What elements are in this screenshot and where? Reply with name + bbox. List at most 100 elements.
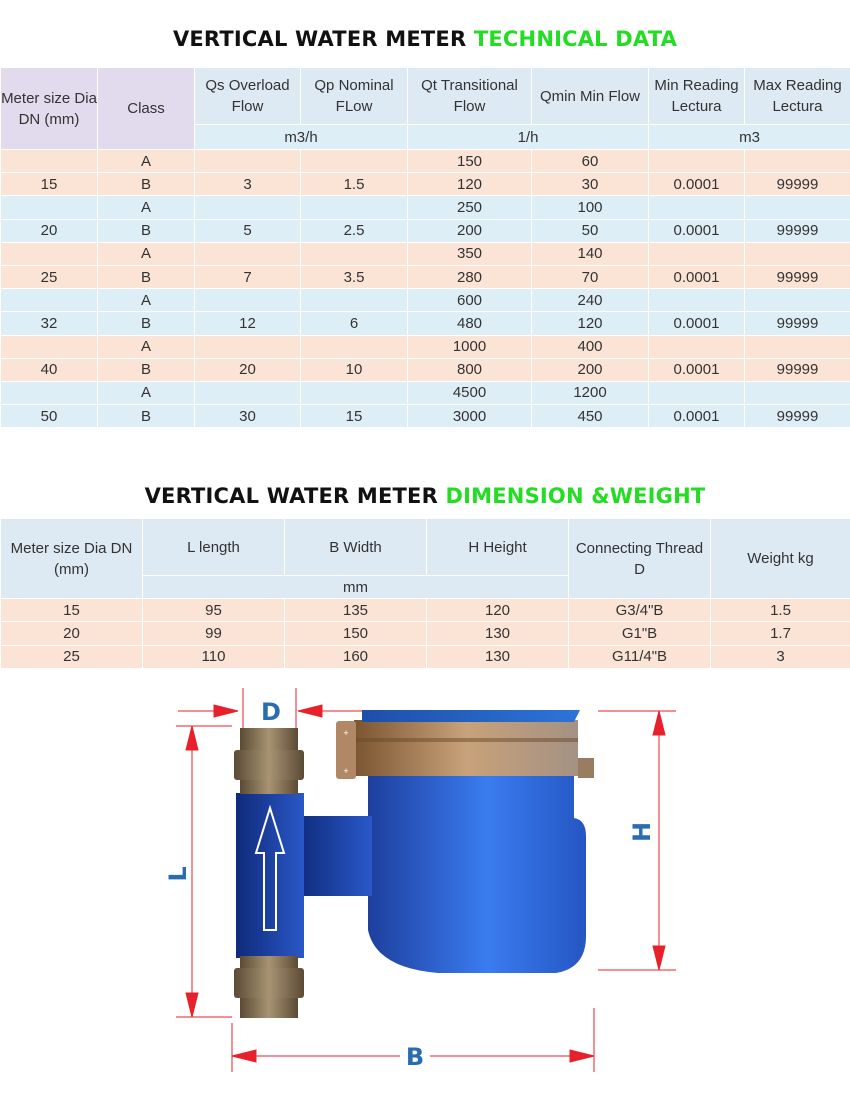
tech-cell-max: 99999 — [744, 218, 850, 243]
tech-cell-max — [744, 195, 850, 220]
dim-cell-thread: G11/4"B — [568, 644, 711, 669]
dimension-lines — [176, 688, 676, 1072]
b-label-bg — [400, 1042, 430, 1072]
tech-cell-size: 20 — [0, 218, 98, 243]
tech-cell-qt: 120 — [407, 172, 532, 197]
register-ring-band — [354, 738, 578, 742]
meter-body — [368, 758, 586, 973]
tech-cell-qmin: 30 — [531, 172, 649, 197]
tech-title-black: VERTICAL WATER METER — [172, 27, 467, 51]
dim-cell-b: 150 — [284, 621, 427, 646]
tech-cell-max: 99999 — [744, 264, 850, 290]
tech-cell-qt: 350 — [407, 241, 532, 266]
tech-cell-qs — [194, 241, 301, 266]
tech-header-row: Meter size Dia DN (mm) Class Qs Overload… — [0, 67, 850, 150]
tech-cell-max: 99999 — [744, 357, 850, 382]
col-header-qt: Qt Transitional Flow — [407, 67, 532, 125]
tech-cell-qs: 30 — [194, 404, 301, 429]
tech-cell-size — [0, 288, 98, 313]
tech-cell-cls: B — [97, 218, 195, 243]
dim-cell-thread: G1"B — [568, 621, 711, 646]
tech-cell-qs: 5 — [194, 218, 301, 243]
tech-unit-row: m3/h 1/h m3 — [1, 124, 850, 150]
tech-cell-qmin: 100 — [531, 195, 649, 220]
tech-cell-qp — [300, 148, 408, 174]
tech-cell-cls: B — [97, 357, 195, 382]
dim-cell-thread: G3/4"B — [568, 597, 711, 623]
dim-label-h: H — [628, 822, 656, 842]
unit-lh: 1/h — [407, 124, 649, 150]
tech-cell-min — [648, 195, 745, 220]
tech-cell-size — [0, 334, 98, 359]
tech-cell-qs: 20 — [194, 357, 301, 382]
tech-cell-qs — [194, 195, 301, 220]
tech-cell-qmin: 70 — [531, 264, 649, 290]
tech-cell-max — [744, 241, 850, 266]
tech-cell-qt: 150 — [407, 148, 532, 174]
col-header-meter-size: Meter size Dia DN (mm) — [0, 67, 98, 150]
top-nut-hex — [234, 750, 304, 780]
tech-cell-max — [744, 148, 850, 174]
tech-cell-qp: 6 — [300, 311, 408, 336]
tech-cell-qt: 800 — [407, 357, 532, 382]
top-nut-neck — [240, 780, 298, 794]
tech-cell-cls: A — [97, 334, 195, 359]
tech-cell-qp — [300, 380, 408, 406]
register-ring — [354, 720, 578, 776]
dim-cell-size: 20 — [0, 621, 143, 646]
right-lug — [578, 758, 594, 778]
tech-cell-qp — [300, 334, 408, 359]
dim-cell-h: 130 — [426, 621, 569, 646]
dim-cell-l: 110 — [142, 644, 285, 669]
unit-flow: m3/h — [194, 124, 408, 150]
tech-cell-qmin: 120 — [531, 311, 649, 336]
tech-cell-min: 0.0001 — [648, 357, 745, 382]
dim-header-l: L length — [142, 518, 285, 576]
dim-title-green: DIMENSION &WEIGHT — [445, 484, 706, 508]
col-header-qs: Qs Overload Flow — [194, 67, 301, 125]
tech-cell-qmin: 240 — [531, 288, 649, 313]
dim-header-meter-size: Meter size Dia DN (mm) — [0, 518, 143, 599]
col-header-class: Class — [97, 67, 195, 150]
tech-cell-qmin: 140 — [531, 241, 649, 266]
tech-cell-qt: 480 — [407, 311, 532, 336]
tech-cell-qmin: 60 — [531, 148, 649, 174]
tech-cell-qp: 10 — [300, 357, 408, 382]
tech-cell-min — [648, 241, 745, 266]
tech-cell-max — [744, 334, 850, 359]
tech-cell-qmin: 400 — [531, 334, 649, 359]
dimension-table: Meter size Dia DN (mm) L length B Width … — [0, 518, 850, 669]
tech-cell-qp — [300, 288, 408, 313]
dim-label-l: L — [164, 866, 192, 881]
bottom-nut-neck — [240, 956, 298, 968]
tech-cell-cls: B — [97, 172, 195, 197]
tech-cell-qp: 15 — [300, 404, 408, 429]
dim-title-black: VERTICAL WATER METER — [144, 484, 438, 508]
dim-header-row: Meter size Dia DN (mm) L length B Width … — [0, 518, 850, 599]
tech-cell-max: 99999 — [744, 311, 850, 336]
tech-cell-size: 32 — [0, 311, 98, 336]
tech-cell-cls: A — [97, 241, 195, 266]
tech-cell-qt: 280 — [407, 264, 532, 290]
tech-cell-qp — [300, 195, 408, 220]
tech-cell-size — [0, 148, 98, 174]
tech-cell-qs: 3 — [194, 172, 301, 197]
dim-unit-row: mm — [1, 575, 850, 599]
inlet-pipe — [236, 793, 304, 958]
tech-cell-qt: 4500 — [407, 380, 532, 406]
dim-title: VERTICAL WATER METER DIMENSION &WEIGHT — [0, 484, 850, 508]
tech-cell-qt: 3000 — [407, 404, 532, 429]
dim-header-weight: Weight kg — [710, 518, 850, 599]
dim-cell-l: 99 — [142, 621, 285, 646]
